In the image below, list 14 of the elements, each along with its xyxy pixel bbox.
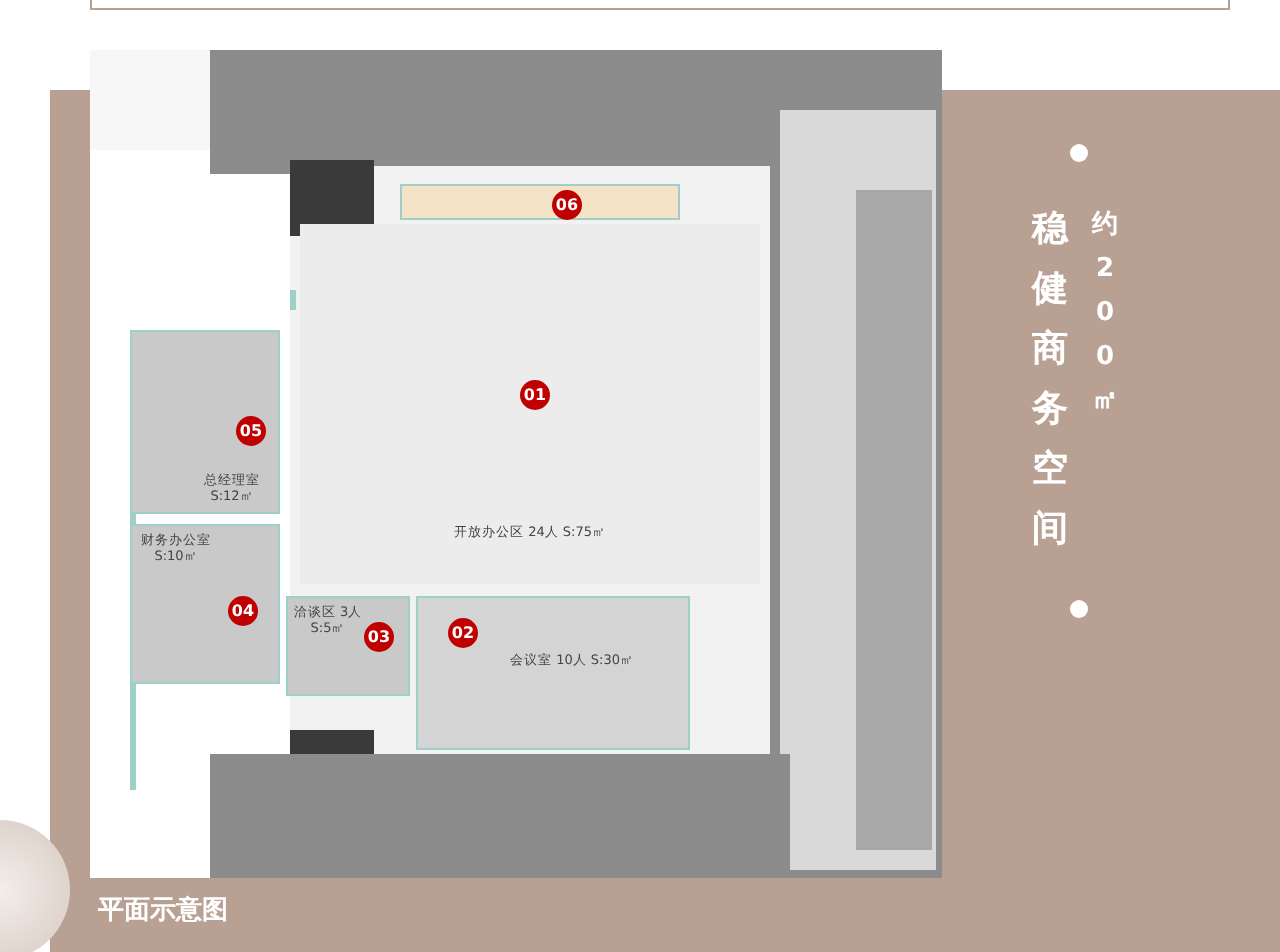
room-number-badge: 04 <box>228 596 258 626</box>
pantry-counter <box>400 184 680 220</box>
area-label: 约200㎡ <box>1090 208 1120 420</box>
open-office-area <box>300 224 760 584</box>
room-floor <box>286 596 410 696</box>
room-number-badge: 03 <box>364 622 394 652</box>
room-number-badge: 01 <box>520 380 550 410</box>
room-floor <box>130 330 280 514</box>
room-number-badge: 02 <box>448 618 478 648</box>
room-number-badge: 06 <box>552 190 582 220</box>
room-floor <box>130 524 280 684</box>
vertical-title: 稳健商务空间 <box>1030 206 1070 554</box>
room-number-badge: 05 <box>236 416 266 446</box>
room-floor <box>416 596 690 750</box>
